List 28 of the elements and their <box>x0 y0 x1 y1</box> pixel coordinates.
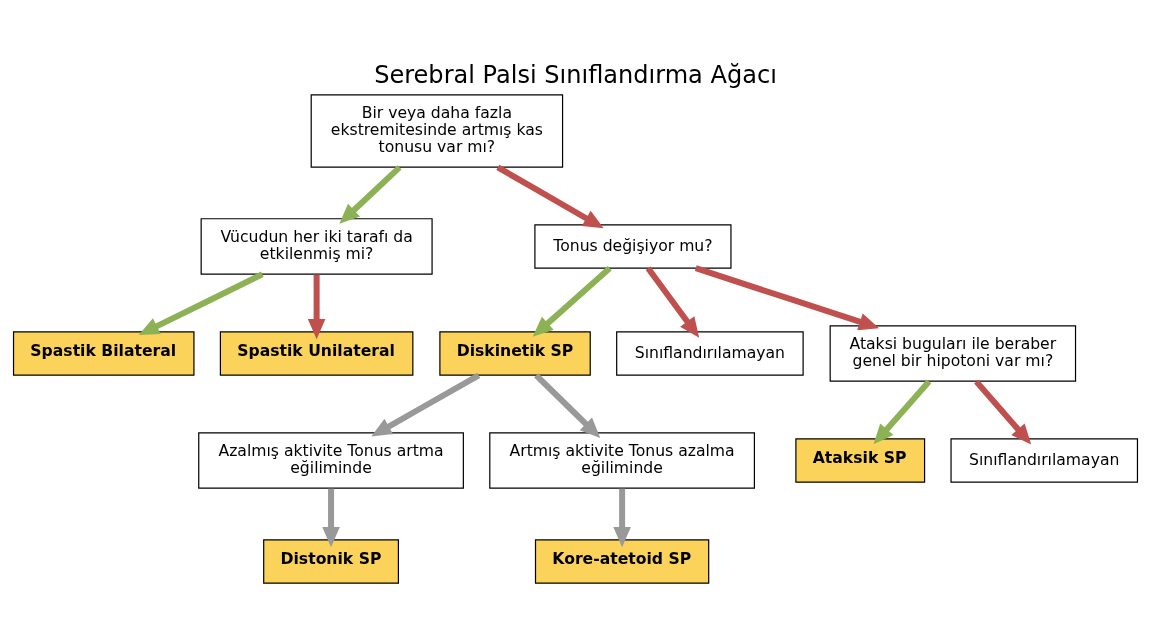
arrow <box>307 274 326 339</box>
node-box: Azalmış aktivite Tonus artma eğiliminde <box>198 431 464 489</box>
arrow <box>371 372 481 436</box>
arrow <box>613 488 631 547</box>
node-box: Bir veya daha fazla ekstremitesinde artmış kas tonusu var mı? <box>310 93 564 168</box>
arrow <box>534 372 601 438</box>
node-box: Diskinetik SP <box>439 330 591 376</box>
arrow <box>873 379 932 444</box>
arrow <box>339 164 402 224</box>
node-box: Distonik SP <box>263 538 399 584</box>
node-box: Tonus değişiyor mu? <box>534 223 732 269</box>
arrow <box>532 265 612 337</box>
arrow <box>138 271 264 335</box>
node-box: Spastik Unilateral <box>219 330 414 376</box>
node-box: Ataksik SP <box>795 437 926 483</box>
arrow <box>694 264 880 330</box>
node-box: Artmış aktivite Tonus azalma eğiliminde <box>489 431 755 489</box>
arrow <box>974 379 1032 444</box>
node-box: Vücudun her iki tarafı da etkilenmiş mi? <box>200 217 433 275</box>
arrow <box>645 266 700 338</box>
node-box: Sınıflandırılamayan <box>950 437 1139 483</box>
node-box: Sınıflandırılamayan <box>616 330 804 376</box>
arrow <box>322 488 340 547</box>
node-box: Ataksi buguları ile beraber genel bir hipotoni var mı? <box>829 324 1077 382</box>
diagram-title: Serebral Palsi Sınıflandırma Ağacı <box>374 60 777 89</box>
node-box: Spastik Bilateral <box>12 330 195 376</box>
node-box: Kore-atetoid SP <box>534 538 710 584</box>
arrow <box>496 164 604 228</box>
